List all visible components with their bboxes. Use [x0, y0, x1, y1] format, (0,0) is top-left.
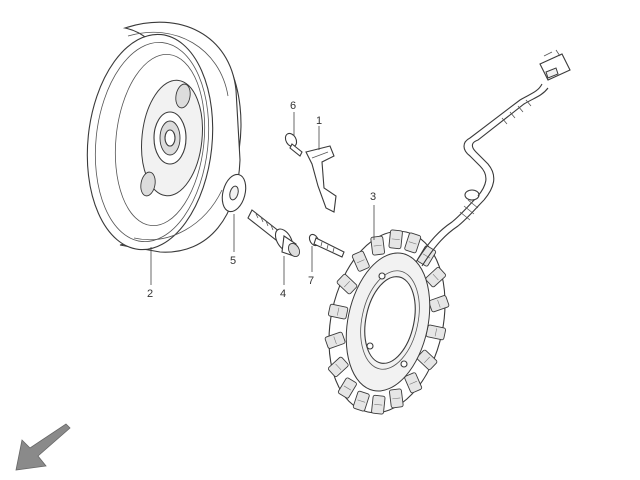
stator-tooth-winding — [373, 244, 382, 247]
stator-tooth-winding — [409, 380, 417, 385]
stator-tooth-winding — [336, 307, 340, 316]
stator-tooth-winding — [408, 241, 417, 245]
flange-bolt — [247, 209, 301, 258]
stator-tooth-winding — [434, 328, 438, 337]
stator-tooth-winding — [343, 385, 351, 391]
stator-tooth-winding — [374, 403, 383, 406]
callout-1: 1 — [316, 115, 322, 127]
arrow-down-left-icon — [15, 423, 71, 471]
callout-7: 7 — [308, 275, 314, 287]
callout-5: 5 — [230, 255, 236, 267]
stator-tooth-winding — [357, 399, 366, 403]
washer — [221, 173, 247, 213]
callout-4: 4 — [280, 288, 286, 300]
flywheel-rotor — [86, 21, 242, 253]
stator-tooth-winding — [424, 356, 430, 364]
stator-tooth-winding — [333, 336, 337, 345]
small-screw — [284, 132, 303, 157]
stator-tooth-winding — [335, 363, 342, 371]
callout-6: 6 — [290, 100, 296, 112]
stator-coil — [324, 49, 571, 415]
bracket-clip — [305, 145, 337, 213]
callout-leaders — [150, 112, 375, 285]
stator-tooth-winding — [357, 259, 365, 264]
stator-tooth-winding — [423, 253, 431, 259]
stator-bolt — [308, 233, 345, 258]
callout-2: 2 — [147, 288, 153, 300]
stator-tooth-winding — [432, 273, 439, 281]
stator-tooth-winding — [437, 299, 441, 308]
stator-tooth-winding — [344, 280, 350, 288]
stator-tooth-winding — [392, 397, 401, 400]
stator-tooth-winding — [391, 238, 400, 241]
callout-3: 3 — [370, 191, 376, 203]
